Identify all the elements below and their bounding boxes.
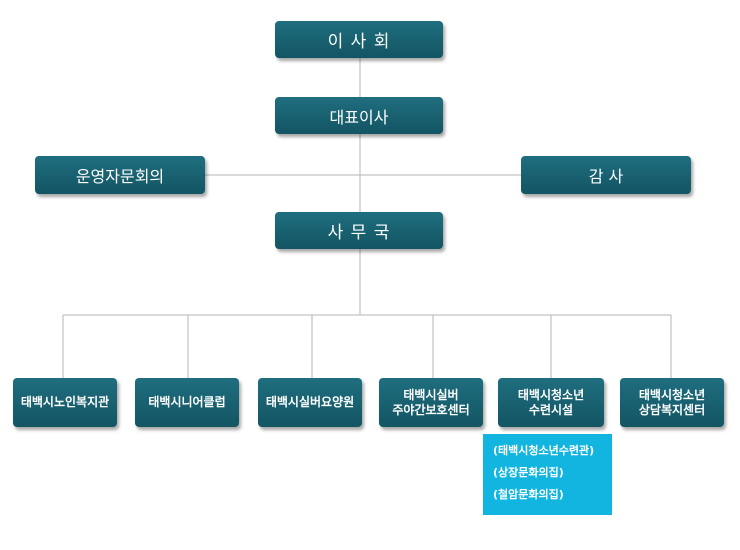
leaf-line1: 태백시실버 [403, 387, 459, 402]
leaf-senior-welfare-center: 태백시노인복지관 [13, 378, 117, 427]
advisory-committee-label: 운영자문회의 [75, 167, 165, 186]
leaf-senior-club: 태백시니어클럽 [135, 378, 239, 427]
board-box: 이 사 회 [275, 21, 443, 58]
leaf-youth-counseling-center: 태백시청소년 상담복지센터 [620, 378, 724, 427]
auditor-box: 감 사 [521, 156, 691, 194]
sub-facility-item: (상장문화의집) [493, 466, 564, 479]
president-label: 대표이사 [329, 107, 389, 127]
board-label: 이 사 회 [327, 32, 391, 52]
leaf-line1: 태백시실버요양원 [265, 395, 355, 409]
leaf-line1: 태백시청소년 [517, 387, 585, 402]
secretariat-label: 사 무 국 [327, 223, 391, 243]
leaf-line2: 주야간보호센터 [392, 402, 470, 417]
secretariat-box: 사 무 국 [275, 212, 443, 249]
advisory-committee-box: 운영자문회의 [35, 156, 205, 194]
president-box: 대표이사 [275, 97, 443, 134]
sub-facility-item: (철암문화의집) [493, 488, 564, 501]
leaf-youth-training-facility: 태백시청소년 수련시설 [498, 378, 604, 427]
auditor-label: 감 사 [588, 167, 624, 186]
leaf-day-night-care-center: 태백시실버 주야간보호센터 [379, 378, 483, 427]
leaf-line2: 수련시설 [528, 402, 574, 417]
leaf-line2: 상담복지센터 [638, 402, 706, 417]
leaf-line1: 태백시노인복지관 [20, 395, 110, 409]
leaf-line1: 태백시니어클럽 [148, 395, 226, 409]
leaf-line1: 태백시청소년 [638, 387, 706, 402]
sub-facility-item: (태백시청소년수련관) [493, 444, 595, 457]
leaf-silver-nursing-home: 태백시실버요양원 [258, 378, 362, 427]
sub-facilities-box: (태백시청소년수련관) (상장문화의집) (철암문화의집) [483, 434, 612, 515]
